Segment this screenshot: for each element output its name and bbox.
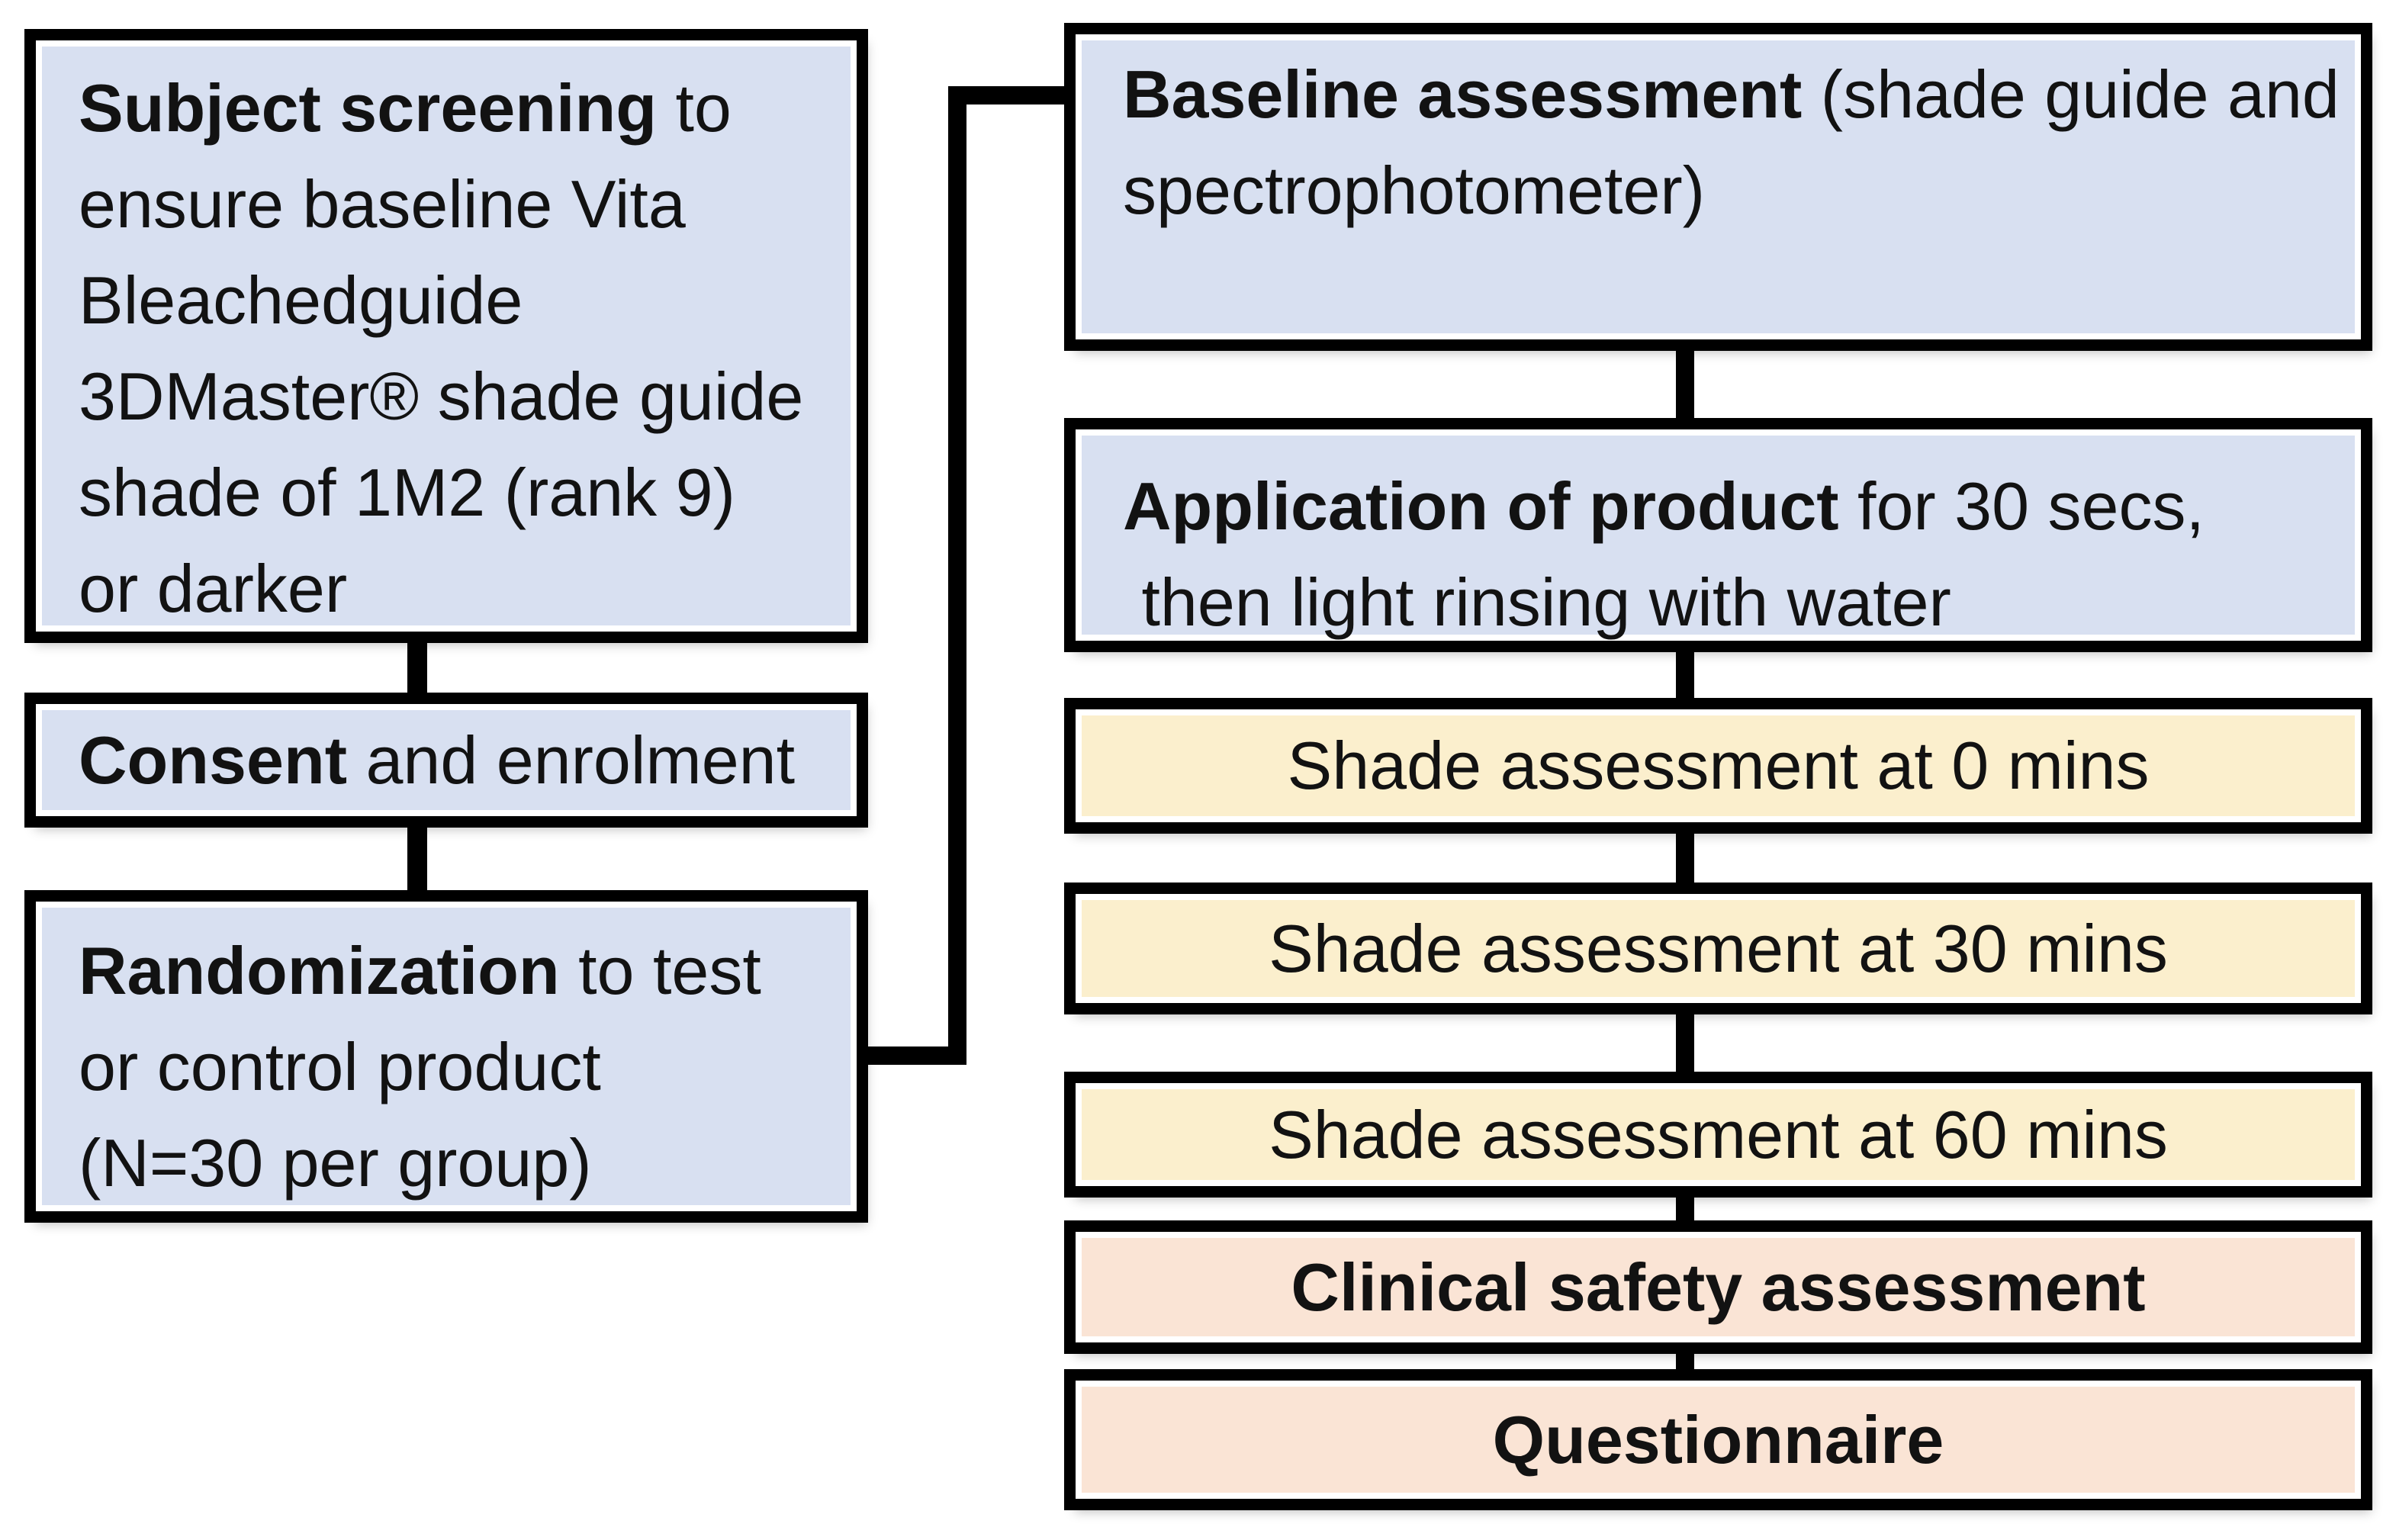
shade-0-text: Shade assessment at 0 mins: [1288, 718, 2150, 814]
subject-screening-text-rest: to ensure baseline Vita Bleachedguide 3D…: [79, 70, 804, 626]
box-consent-enrolment: Consent and enrolment: [24, 693, 868, 828]
baseline-assessment-text: Baseline assessment (shade guide and spe…: [1123, 47, 2340, 239]
shade-60-text: Shade assessment at 60 mins: [1269, 1087, 2168, 1183]
randomization-text-rest: to test or control product (N=30 per gro…: [79, 933, 761, 1201]
consent-text-bold: Consent: [79, 722, 347, 798]
connector-shade60-to-clinical: [1676, 1198, 1694, 1220]
clinical-safety-text: Clinical safety assessment: [1291, 1239, 2145, 1336]
connector-randomization-elbow-top: [948, 86, 1066, 104]
baseline-assessment-text-bold: Baseline assessment: [1123, 56, 1803, 132]
application-text-bold: Application of product: [1123, 468, 1839, 544]
connector-consent-to-randomization: [407, 828, 427, 890]
connector-shade30-to-shade60: [1676, 1014, 1694, 1072]
connector-randomization-elbow-vertical: [948, 86, 966, 1065]
consent-text: Consent and enrolment: [79, 712, 795, 809]
box-randomization: Randomization to test or control product…: [24, 890, 868, 1223]
application-text: Application of product for 30 secs, then…: [1123, 458, 2205, 651]
box-shade-assessment-30-mins: Shade assessment at 30 mins: [1064, 883, 2372, 1014]
shade-0-text-label: Shade assessment at 0 mins: [1287, 728, 2150, 803]
box-shade-assessment-0-mins: Shade assessment at 0 mins: [1064, 698, 2372, 834]
shade-60-text-label: Shade assessment at 60 mins: [1269, 1096, 2168, 1172]
subject-screening-text-bold: Subject screening: [79, 70, 658, 146]
connector-screening-to-consent: [407, 643, 427, 693]
box-shade-assessment-60-mins: Shade assessment at 60 mins: [1064, 1072, 2372, 1198]
box-questionnaire: Questionnaire: [1064, 1369, 2372, 1510]
connector-baseline-to-application: [1676, 351, 1694, 418]
box-application-of-product: Application of product for 30 secs, then…: [1064, 418, 2372, 652]
subject-screening-text: Subject screening to ensure baseline Vit…: [79, 60, 803, 637]
shade-30-text: Shade assessment at 30 mins: [1269, 901, 2168, 997]
clinical-safety-text-label: Clinical safety assessment: [1291, 1249, 2146, 1325]
baseline-assessment-text-rest: (shade guide and spectrophotometer): [1123, 56, 2340, 228]
randomization-text-bold: Randomization: [79, 933, 560, 1008]
questionnaire-text: Questionnaire: [1493, 1392, 1944, 1488]
randomization-text: Randomization to test or control product…: [79, 923, 761, 1211]
box-clinical-safety-assessment: Clinical safety assessment: [1064, 1220, 2372, 1354]
consent-text-rest: and enrolment: [347, 722, 796, 798]
shade-30-text-label: Shade assessment at 30 mins: [1269, 910, 2168, 986]
box-subject-screening: Subject screening to ensure baseline Vit…: [24, 29, 868, 643]
box-baseline-assessment: Baseline assessment (shade guide and spe…: [1064, 23, 2372, 351]
connector-shade0-to-shade30: [1676, 834, 1694, 883]
questionnaire-text-label: Questionnaire: [1492, 1401, 1944, 1477]
application-text-rest: for 30 secs, then light rinsing with wat…: [1141, 468, 2205, 640]
connector-application-to-shade0: [1676, 652, 1694, 698]
connector-clinical-to-questionnaire: [1676, 1354, 1694, 1369]
